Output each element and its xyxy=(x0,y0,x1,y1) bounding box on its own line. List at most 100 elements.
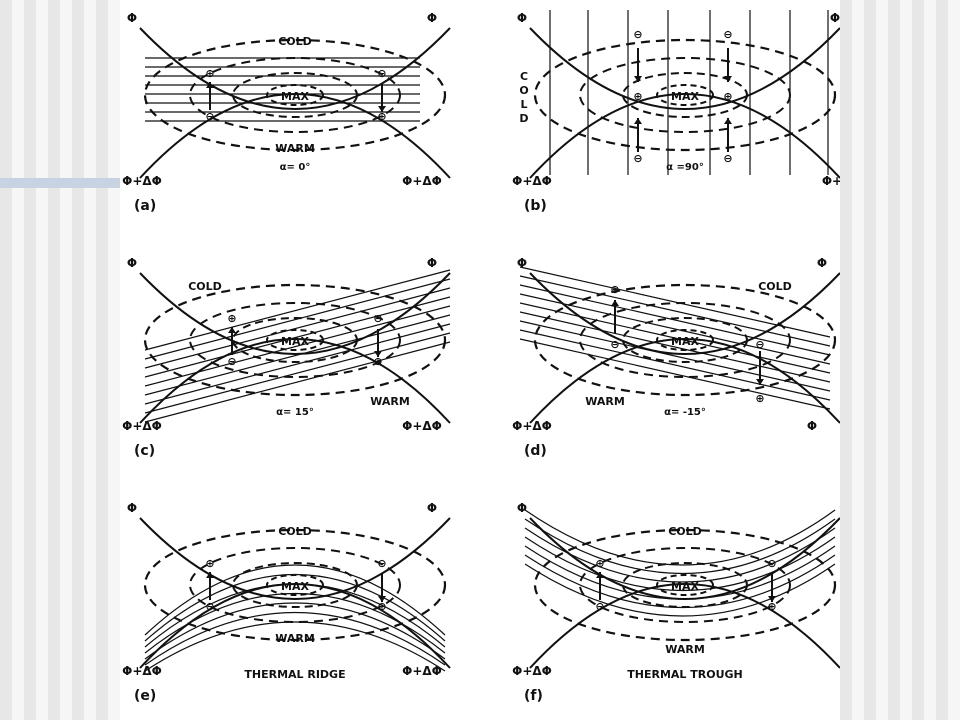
phi-plus-delta-label: Φ+ΔΦ xyxy=(512,664,552,678)
warm-label: WARM xyxy=(275,142,315,155)
background-stripe xyxy=(0,0,12,720)
height-contour xyxy=(143,38,447,152)
geopotential-curve xyxy=(529,27,840,110)
height-contour xyxy=(189,302,401,378)
phi-plus-delta-label: Φ+ΔΦ xyxy=(512,419,552,433)
isotherm-line xyxy=(144,296,451,378)
isotherm-line xyxy=(144,602,446,660)
descent-sign: ⊖ xyxy=(595,600,604,613)
geopotential-curve xyxy=(529,272,840,355)
arrow-head xyxy=(768,596,776,602)
phi-label: Φ xyxy=(830,11,840,25)
ascent-sign: ⊕ xyxy=(227,312,236,325)
vertical-motion-arrow xyxy=(634,48,642,82)
warm-label: WARM xyxy=(275,632,315,645)
isotherm-line xyxy=(524,563,836,617)
geopotential-curve xyxy=(529,517,840,600)
phi-label: Φ xyxy=(427,501,437,515)
background-stripe xyxy=(96,0,108,720)
max-label: MAX xyxy=(671,90,699,103)
ascent-sign: ⊕ xyxy=(377,110,386,123)
geopotential-curve xyxy=(139,338,451,424)
max-label: MAX xyxy=(281,580,309,593)
descent-sign: ⊖ xyxy=(377,557,386,570)
ascent-sign: ⊕ xyxy=(610,283,619,296)
vertical-motion-arrow xyxy=(374,329,382,357)
phi-label: Φ xyxy=(127,256,137,270)
figure-sheet xyxy=(120,0,840,720)
isotherm-line xyxy=(524,536,836,591)
panel-tag: (a) xyxy=(134,198,156,214)
background-stripe xyxy=(48,0,60,720)
height-contour xyxy=(189,547,401,623)
phi-plus-delta-label: Φ xyxy=(807,419,817,433)
isotherm-line xyxy=(144,564,446,636)
phi-label: Φ xyxy=(517,256,527,270)
height-contour xyxy=(266,329,324,351)
geopotential-curve xyxy=(139,93,451,179)
descent-sign: ⊖ xyxy=(755,338,764,351)
geopotential-curve xyxy=(139,27,451,110)
arrow-head xyxy=(596,572,604,578)
arrow-head xyxy=(634,76,642,82)
panel-tag: (c) xyxy=(134,443,155,459)
height-contour xyxy=(656,329,714,351)
phi-plus-delta-label: Φ+ΔΦ xyxy=(402,419,442,433)
background-stripe xyxy=(72,0,84,720)
arrow-head xyxy=(206,82,214,88)
vertical-motion-arrow xyxy=(378,84,386,112)
background-stripe xyxy=(864,0,876,720)
arrow-head xyxy=(206,572,214,578)
cold-label-letter: O xyxy=(519,84,528,97)
geopotential-curve xyxy=(529,93,840,179)
descent-sign: ⊖ xyxy=(377,67,386,80)
phi-label: Φ xyxy=(427,256,437,270)
ascent-sign: ⊕ xyxy=(377,600,386,613)
thermal-caption: THERMAL TROUGH xyxy=(627,668,742,681)
isotherm-line xyxy=(519,338,831,410)
height-contour xyxy=(579,547,791,623)
descent-sign: ⊖ xyxy=(205,110,214,123)
cold-label-letter: C xyxy=(520,70,528,83)
panel-tag: (f) xyxy=(524,688,543,704)
height-contour xyxy=(533,38,837,152)
geopotential-curve xyxy=(529,583,840,669)
vertical-motion-arrow xyxy=(206,82,214,110)
phi-label: Φ xyxy=(517,501,527,515)
isotherm-line xyxy=(519,293,831,365)
background-stripe xyxy=(936,0,948,720)
ascent-sign: ⊕ xyxy=(755,392,764,405)
cold-label-letter: D xyxy=(519,112,528,125)
max-label: MAX xyxy=(671,580,699,593)
background-stripe xyxy=(24,0,36,720)
max-label: MAX xyxy=(281,90,309,103)
isotherm-line xyxy=(144,287,451,369)
cold-label: COLD xyxy=(758,280,792,293)
isotherm-line xyxy=(519,329,831,401)
alpha-label: α= 15° xyxy=(276,407,314,418)
arrow-head xyxy=(378,106,386,112)
phi-plus-delta-label: Φ+ xyxy=(822,174,840,188)
descent-sign: ⊖ xyxy=(205,600,214,613)
ascent-sign: ⊕ xyxy=(205,67,214,80)
warm-label: WARM xyxy=(665,643,705,656)
height-contour xyxy=(266,574,324,596)
warm-label: WARM xyxy=(585,395,625,408)
descent-sign: ⊖ xyxy=(633,28,642,41)
vertical-motion-arrow xyxy=(634,118,642,152)
phi-label: Φ xyxy=(127,501,137,515)
isotherm-line xyxy=(519,320,831,392)
cold-label: COLD xyxy=(278,35,312,48)
isotherm-line xyxy=(524,518,836,574)
geopotential-curve xyxy=(529,338,840,424)
descent-sign: ⊖ xyxy=(723,152,732,165)
height-contour xyxy=(189,57,401,133)
cold-label: COLD xyxy=(278,525,312,538)
panel-tag: (d) xyxy=(524,443,547,459)
height-contour xyxy=(533,528,837,642)
vertical-motion-arrow xyxy=(724,48,732,82)
warm-label: WARM xyxy=(370,395,410,408)
